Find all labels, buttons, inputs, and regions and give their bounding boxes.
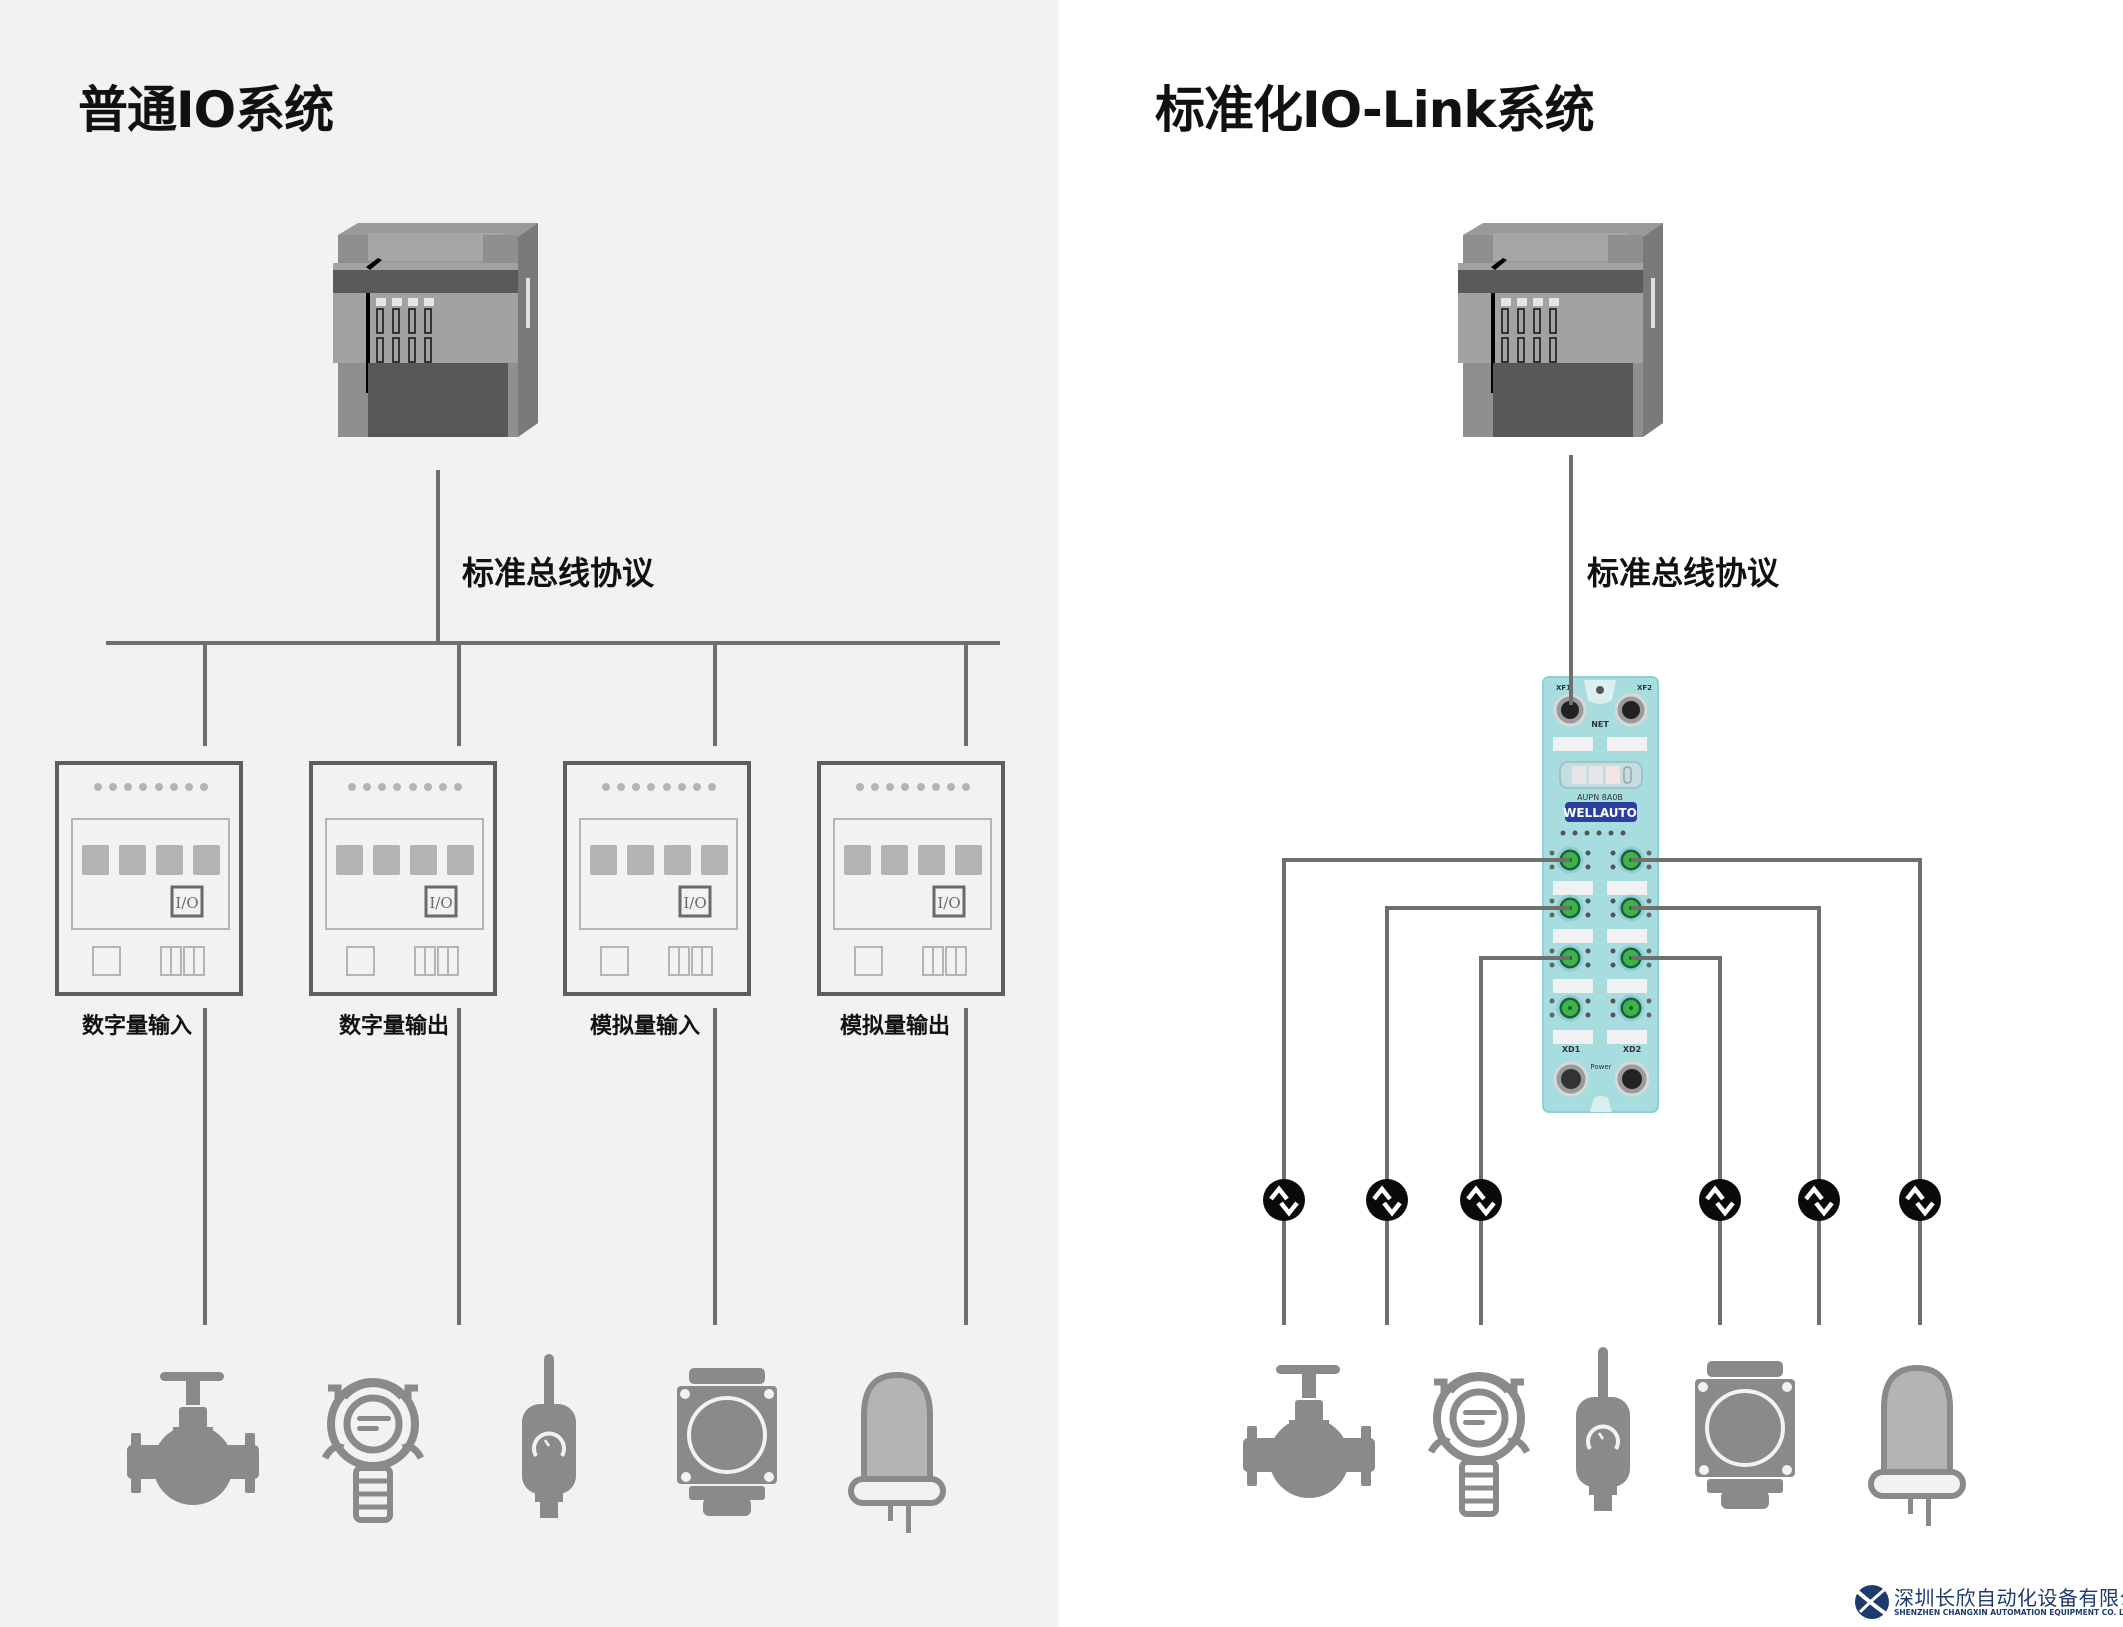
io-link-wire bbox=[1282, 858, 1570, 1325]
right-title: 标准化IO-Link系统 bbox=[1155, 81, 1595, 139]
indicator-lamp-icon bbox=[851, 1375, 943, 1533]
bidirectional-communication-icon bbox=[1699, 1179, 1741, 1221]
module-label-analog-output: 模拟量输出 bbox=[840, 1014, 951, 1039]
io-module-analog-output bbox=[817, 761, 1005, 996]
left-title: 普通IO系统 bbox=[78, 81, 334, 139]
brand-label: WELLAUTO bbox=[1563, 806, 1637, 820]
net-label: NET bbox=[1591, 720, 1609, 729]
io-module-digital-input bbox=[55, 761, 243, 996]
bidirectional-communication-icon bbox=[1366, 1179, 1408, 1221]
left-bus-lines bbox=[106, 470, 1000, 1325]
valve-icon bbox=[127, 1372, 259, 1505]
io-link-wire bbox=[1631, 858, 1922, 1325]
io-module-digital-output bbox=[309, 761, 497, 996]
port-label-xf2: XF2 bbox=[1637, 684, 1652, 692]
module-label-digital-output: 数字量输出 bbox=[339, 1014, 450, 1039]
right-plc-controller bbox=[1457, 222, 1664, 438]
bidirectional-communication-icon bbox=[1263, 1179, 1305, 1221]
bidirectional-communication-icon bbox=[1899, 1179, 1941, 1221]
power-label: Power bbox=[1590, 1063, 1611, 1071]
io-module-analog-input bbox=[563, 761, 751, 996]
indicator-lamp-icon bbox=[1871, 1368, 1963, 1526]
right-bus-label: 标准总线协议 bbox=[1587, 554, 1780, 592]
bidirectional-communication-icon bbox=[1460, 1179, 1502, 1221]
io-link-wire bbox=[1631, 906, 1821, 1325]
left-plc-controller bbox=[332, 222, 539, 438]
pressure-transmitter-icon bbox=[520, 1352, 578, 1520]
port-label-xd1: XD1 bbox=[1562, 1045, 1581, 1054]
company-name-cn: 深圳长欣自动化设备有限公司 bbox=[1894, 1586, 2123, 1610]
module-label-digital-input: 数字量输入 bbox=[82, 1014, 193, 1039]
proximity-sensor-icon bbox=[1693, 1359, 1797, 1511]
valve-icon bbox=[1243, 1365, 1375, 1498]
io-link-master-module: XF1 XF2 NET AUPN 8A0B WELLAUTO XD1 XD2 P… bbox=[1542, 676, 1659, 1113]
gas-detector-icon bbox=[1431, 1376, 1527, 1514]
pressure-transmitter-icon bbox=[1574, 1345, 1632, 1513]
company-logo: 深圳长欣自动化设备有限公司 SHENZHEN CHANGXIN AUTOMATI… bbox=[1852, 1582, 2123, 1624]
gas-detector-icon bbox=[325, 1382, 421, 1520]
proximity-sensor-icon bbox=[675, 1366, 779, 1518]
model-label: AUPN 8A0B bbox=[1577, 793, 1623, 802]
bidirectional-communication-icon bbox=[1798, 1179, 1840, 1221]
port-label-xf1: XF1 bbox=[1556, 684, 1571, 692]
module-label-analog-input: 模拟量输入 bbox=[590, 1014, 701, 1039]
brand-badge bbox=[1565, 802, 1637, 822]
company-name-en: SHENZHEN CHANGXIN AUTOMATION EQUIPMENT C… bbox=[1894, 1608, 2123, 1617]
company-logo-icon bbox=[1855, 1585, 1889, 1619]
port-label-xd2: XD2 bbox=[1623, 1045, 1641, 1054]
left-bus-label: 标准总线协议 bbox=[462, 554, 655, 592]
